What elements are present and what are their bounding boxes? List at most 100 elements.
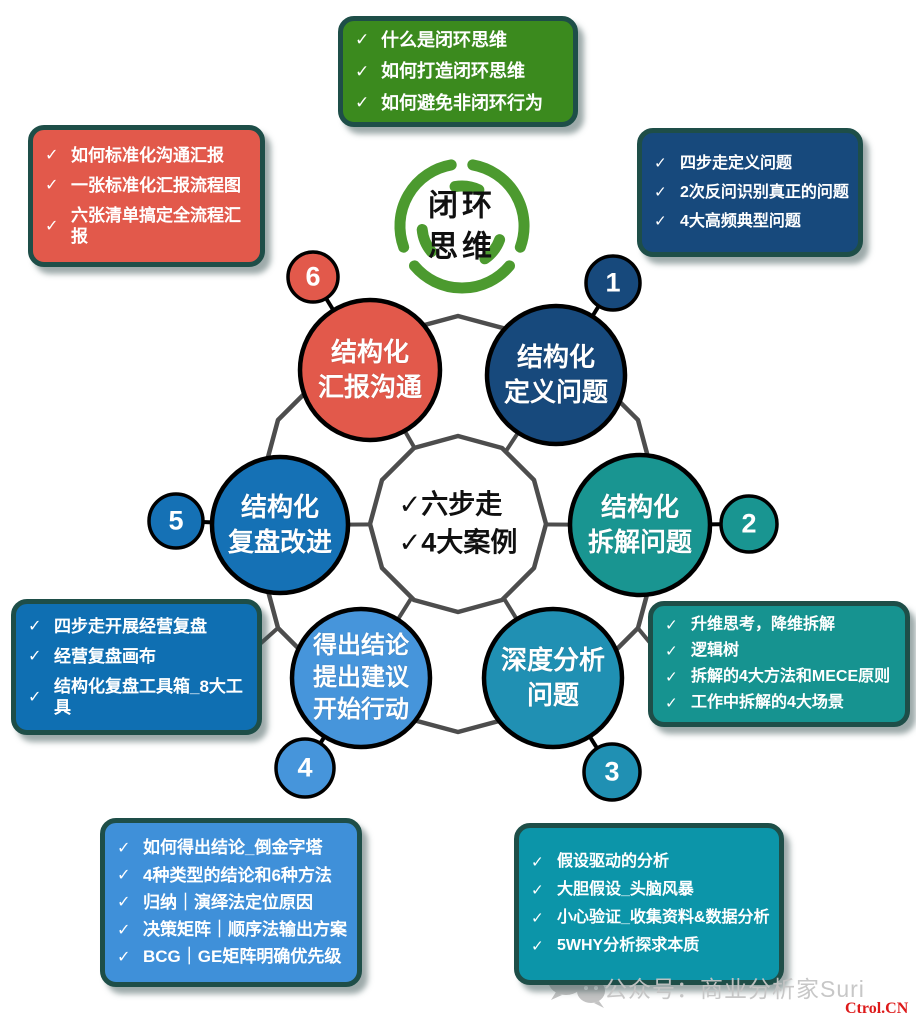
callout-report: ✓如何标准化沟通汇报 ✓一张标准化汇报流程图 ✓六张清单搞定全流程汇报: [28, 125, 265, 267]
checklist-item-label: 逻辑树: [691, 642, 740, 659]
callout-review: ✓ 四步走开展经营复盘 ✓ 经营复盘画布 ✓结构化复盘工具箱_8大工具: [11, 599, 262, 735]
check-icon: ✓: [355, 61, 370, 81]
checklist-item-label: 如何得出结论_倒金字塔: [143, 838, 323, 858]
check-icon: ✓: [45, 176, 59, 195]
checklist-item: ✓一张标准化汇报流程图: [45, 175, 252, 196]
check-icon: ✓: [665, 642, 678, 660]
check-icon: ✓: [531, 881, 544, 899]
check-icon: ✓: [665, 668, 678, 686]
inner-dodecagon: [367, 433, 549, 615]
checklist-item: ✓ 逻辑树: [665, 641, 897, 661]
step-number-3: 3: [604, 756, 620, 787]
checklist-item-label: 升维思考，降维拆解: [691, 616, 836, 633]
step-number-5: 5: [168, 505, 184, 536]
checklist-item: ✓结构化复盘工具箱_8大工具: [28, 676, 249, 719]
checklist-item: ✓工作中拆解的4大场景: [665, 693, 897, 713]
checklist-item-label: 四步走定义问题: [680, 154, 793, 172]
step-label-1: 结构化 定义问题: [503, 342, 609, 407]
step-label-6: 结构化 汇报沟通: [317, 337, 423, 402]
step-label-3: 深度分析 问题: [500, 645, 606, 710]
checklist-item: ✓ 四步走开展经营复盘: [28, 616, 249, 637]
step-circle-3: [481, 606, 625, 750]
checklist-item-label: 4种类型的结论和6种方法: [143, 865, 332, 885]
check-icon: ✓: [117, 920, 131, 939]
step-label-4: 得出结论 提出建议 开始行动: [313, 631, 409, 724]
step-number-6: 6: [305, 261, 321, 292]
checklist-item: ✓ 5WHY分析探求本质: [531, 936, 771, 956]
check-icon: ✓: [117, 893, 131, 912]
checklist-item-label: 小心验证_收集资料&数据分析: [557, 909, 770, 926]
check-icon: ✓: [665, 616, 678, 634]
step-number-circle-1: [584, 254, 642, 312]
checklist-item-label: 如何标准化沟通汇报: [71, 145, 224, 165]
checklist-item-label: 结构化复盘工具箱_8大工具: [54, 677, 243, 718]
check-icon: ✓: [28, 647, 42, 666]
callout-analyze: ✓假设驱动的分析 ✓ 大胆假设_头脑风暴 ✓ 小心验证_收集资料&数据分析 ✓ 5WH…: [514, 823, 784, 985]
check-icon: ✓: [45, 146, 59, 165]
step-circle-5: [209, 454, 351, 596]
checklist-item: ✓ 升维思考，降维拆解: [665, 615, 897, 635]
check-icon: ✓: [355, 93, 370, 113]
checklist-item-label: 什么是闭环思维: [381, 29, 507, 50]
checklist-item: ✓假设驱动的分析: [531, 852, 771, 872]
checklist-item-label: 决策矩阵｜顺序法输出方案: [143, 920, 347, 940]
checklist-item-label: 工作中拆解的4大场景: [691, 694, 844, 711]
checklist-item: ✓ 4大高频典型问题: [654, 212, 850, 232]
checklist-item-label: 如何避免非闭环行为: [381, 92, 543, 113]
checklist-item-label: 5WHY分析探求本质: [557, 937, 700, 954]
check-icon: ✓: [117, 947, 131, 966]
step-number-2: 2: [741, 508, 757, 539]
checklist-item-label: 4大高频典型问题: [680, 212, 801, 230]
check-icon: ✓: [654, 184, 667, 201]
step-number-4: 4: [297, 752, 313, 783]
checklist-item: ✓ 归纳｜演绎法定位原因: [117, 892, 349, 913]
check-icon: ✓: [531, 937, 544, 955]
checklist-item-label: 大胆假设_头脑风暴: [557, 881, 694, 898]
checklist-item-label: BCG｜GE矩阵明确优先级: [143, 947, 342, 967]
checklist-item: ✓六张清单搞定全流程汇报: [45, 205, 252, 248]
checklist-item: ✓ 如何打造闭环思维: [355, 60, 565, 83]
checklist-item-label: 六张清单搞定全流程汇报: [71, 206, 241, 247]
check-icon: ✓: [654, 213, 667, 230]
checklist-item: ✓ 四步走定义问题: [654, 154, 850, 174]
checklist-item: ✓ 什么是闭环思维: [355, 29, 565, 52]
checklist-item-label: 经营复盘画布: [54, 646, 156, 666]
check-icon: ✓: [117, 866, 131, 885]
center-line-1: ✓六步走: [398, 489, 503, 520]
checklist-item: ✓ 大胆假设_头脑风暴: [531, 880, 771, 900]
logo-label: 闭环 思维: [428, 189, 496, 264]
checklist-item: ✓ BCG｜GE矩阵明确优先级: [117, 946, 349, 967]
check-icon: ✓: [28, 617, 42, 636]
checklist-item: ✓ 小心验证_收集资料&数据分析: [531, 908, 771, 928]
checklist-item-label: 如何打造闭环思维: [381, 61, 525, 82]
checklist-item: ✓ 拆解的4大方法和MECE原则: [665, 667, 897, 687]
callout-conclude: ✓ 如何得出结论_倒金字塔 ✓ 4种类型的结论和6种方法 ✓ 归纳｜演绎法定位原因 ✓…: [100, 818, 362, 987]
check-icon: ✓: [654, 155, 667, 172]
check-icon: ✓: [355, 30, 370, 50]
step-label-5: 结构化 复盘改进: [227, 492, 333, 557]
step-label-2: 结构化 拆解问题: [587, 492, 693, 557]
outer-dodecagon: [247, 313, 669, 735]
checklist-item-label: 归纳｜演绎法定位原因: [143, 892, 313, 912]
checklist-item: ✓ 如何避免非闭环行为: [355, 92, 565, 115]
step-number-circle-2: [719, 494, 779, 554]
callout-closed-loop: ✓ 什么是闭环思维 ✓ 如何打造闭环思维 ✓ 如何避免非闭环行为: [338, 16, 578, 127]
site-brand: Ctrol.CN: [845, 1000, 909, 1017]
checklist-item-label: 拆解的4大方法和MECE原则: [691, 668, 891, 685]
callout-define: ✓ 四步走定义问题 ✓ 2次反问识别真正的问题 ✓ 4大高频典型问题: [637, 128, 863, 257]
checklist-item: ✓ 2次反问识别真正的问题: [654, 183, 850, 203]
check-icon: ✓: [531, 853, 544, 871]
step-number-circle-6: [286, 250, 340, 304]
watermark-text: 公众号：商业分析家Suri: [604, 976, 865, 1002]
check-icon: ✓: [531, 909, 544, 927]
step-circle-1: [484, 303, 628, 447]
step-circle-6: [297, 297, 443, 443]
step-circle-4: [289, 606, 433, 750]
checklist-item-label: 四步走开展经营复盘: [54, 616, 207, 636]
checklist-item-label: 2次反问识别真正的问题: [680, 183, 849, 201]
step-circle-2: [567, 452, 713, 598]
checklist-item: ✓ 如何标准化沟通汇报: [45, 145, 252, 166]
check-icon: ✓: [117, 838, 131, 857]
